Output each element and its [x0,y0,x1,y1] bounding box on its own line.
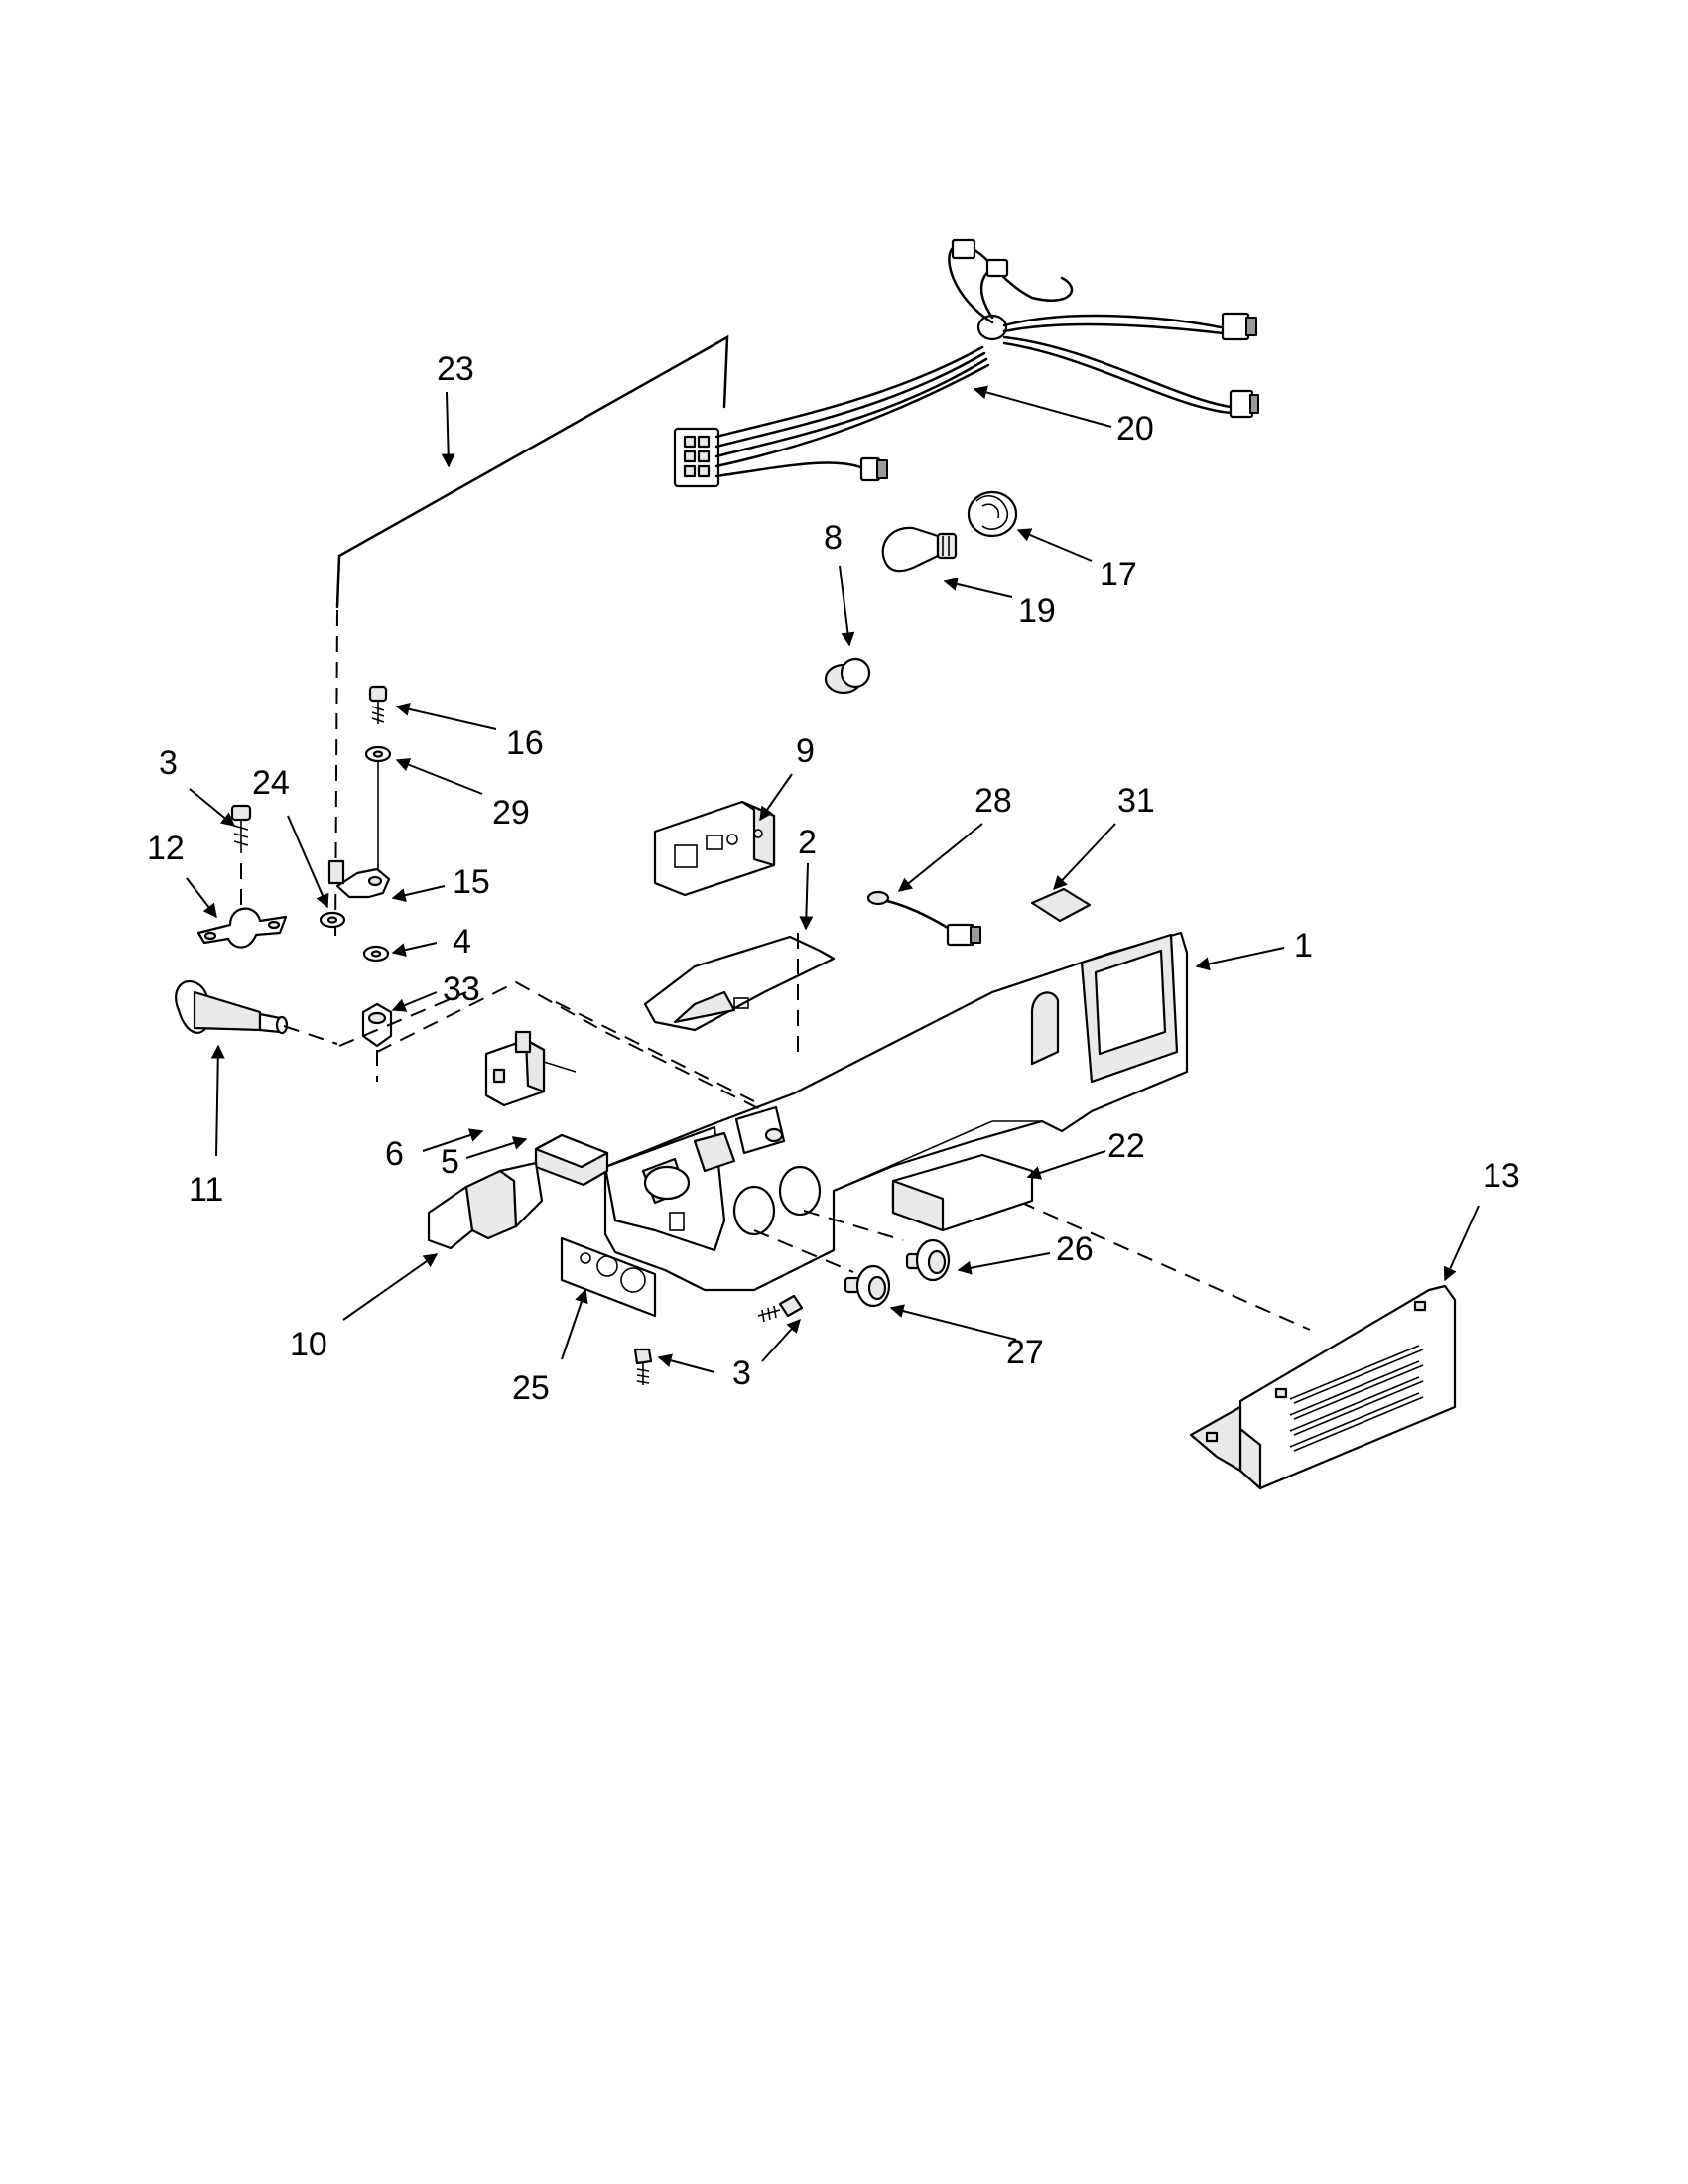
part-11-shaft [175,979,338,1045]
part-12-clamp [196,907,288,949]
part-6-switch [484,1030,577,1107]
callout-31: 31 [1117,782,1155,820]
callout-19: 19 [1018,592,1056,630]
part-19-light-bulb [881,526,958,573]
callout-2: 2 [798,824,817,861]
callout-4: 4 [453,923,471,961]
assembly-dash-lines [338,980,1311,1331]
callout-5: 5 [441,1143,459,1181]
callout-8: 8 [824,519,843,557]
part-27-knob [844,1264,891,1308]
part-16-screw [368,685,388,724]
callout-10: 10 [290,1326,327,1363]
callout-27: 27 [1006,1334,1044,1371]
part-33-nut [361,1002,393,1082]
part-17-lamp-socket [967,490,1018,538]
part-9-control-panel [653,800,776,897]
leader-lines [186,385,1480,1373]
part-23-rod [334,334,729,944]
callout-22: 22 [1107,1127,1145,1165]
part-5-block [534,1133,609,1187]
callout-16: 16 [506,724,544,762]
part-1-housing [603,931,1189,1292]
callout-25: 25 [512,1369,550,1407]
part-3-screw-lower [633,1294,804,1385]
part-26-knob [905,1238,951,1282]
part-24-washer [319,911,346,929]
callout-9: 9 [796,732,815,770]
part-22-insulation [891,1153,1034,1232]
part-13-grille [1189,1284,1457,1490]
callout-3-lower: 3 [732,1354,751,1392]
callout-23: 23 [437,350,474,388]
part-8-plug [824,657,871,695]
callout-12: 12 [147,830,185,867]
callout-6: 6 [385,1135,404,1173]
callout-24: 24 [252,764,290,802]
callout-15: 15 [453,863,490,901]
callout-28: 28 [974,782,1012,820]
part-29-washer [364,745,392,873]
callout-13: 13 [1483,1157,1520,1195]
callout-labels: 23 20 8 17 19 16 29 3 24 12 15 4 33 9 28… [147,350,1520,1407]
callout-3-upper: 3 [159,744,178,782]
part-31-label [1030,887,1092,923]
callout-11: 11 [189,1171,223,1209]
callout-29: 29 [492,794,530,832]
part-15-bracket [327,859,391,899]
callout-33: 33 [443,970,480,1008]
callout-1: 1 [1294,927,1313,964]
part-4-washer [362,945,390,963]
callout-26: 26 [1056,1230,1094,1268]
part-10-bracket [427,1161,544,1250]
part-25-face-plate [560,1236,657,1318]
part-2-cover [643,933,836,1052]
part-20-wire-harness [673,238,1259,488]
callout-20: 20 [1116,410,1154,448]
part-28-sensor [866,890,981,947]
callout-17: 17 [1100,556,1137,593]
